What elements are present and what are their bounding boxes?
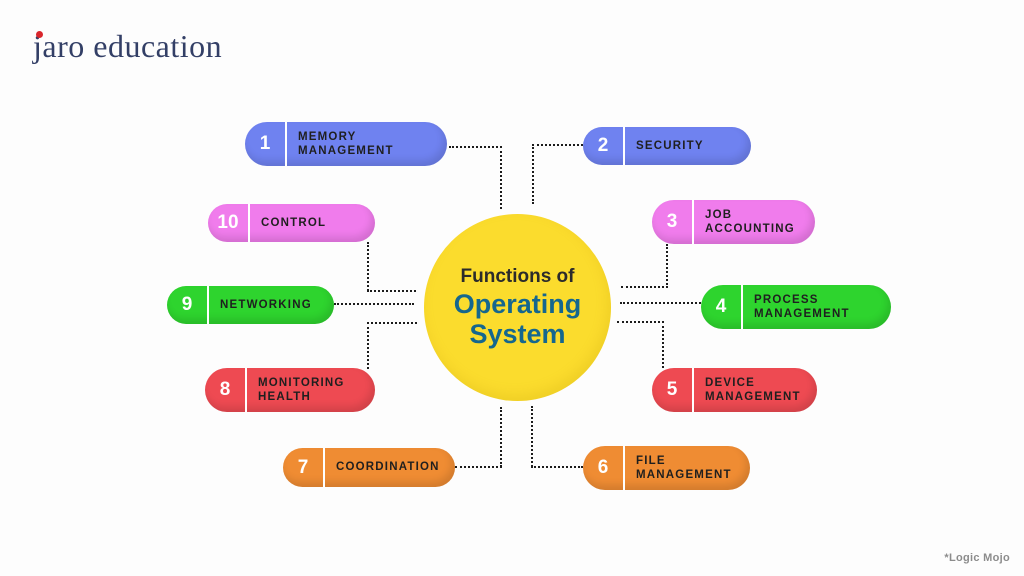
node-networking: 9 NETWORKING [167,286,334,324]
connector-security [532,144,583,146]
node-monitoring-health: 8 MONITORING HEALTH [205,368,375,412]
connector-coordination [455,466,502,468]
connector-control [367,242,369,291]
connector-memory-management [449,146,502,148]
node-label: DEVICE MANAGEMENT [705,376,801,403]
node-label: JOB ACCOUNTING [705,208,795,235]
node-memory-management: 1 MEMORY MANAGEMENT [245,122,447,166]
node-number: 6 [583,446,625,490]
node-number: 10 [208,204,250,242]
credit-text: *Logic Mojo [944,552,1010,564]
connector-file-management [531,466,583,468]
center-subtitle: Functions of [460,265,575,287]
connector-security [532,144,534,204]
connector-monitoring-health [367,322,417,324]
node-number: 5 [652,368,694,412]
node-label: NETWORKING [220,298,312,311]
logo-red-dot-icon [36,31,43,38]
node-label: MONITORING HEALTH [258,376,345,403]
node-label: CONTROL [261,216,327,229]
node-job-accounting: 3 JOB ACCOUNTING [652,200,815,244]
node-coordination: 7 COORDINATION [283,448,455,487]
node-label: COORDINATION [336,461,440,474]
connector-networking [334,303,414,305]
connector-memory-management [500,146,502,209]
node-label: MEMORY MANAGEMENT [298,130,394,157]
connector-monitoring-health [367,322,369,369]
logo-text: jaro education [33,28,223,64]
connector-control [367,290,416,292]
connector-job-accounting [621,286,668,288]
node-label: FILE MANAGEMENT [636,454,732,481]
node-file-management: 6 FILE MANAGEMENT [583,446,750,490]
node-number: 8 [205,368,247,412]
connector-device-management [617,321,664,323]
node-number: 7 [283,448,325,487]
node-number: 2 [583,127,625,165]
connector-process-management [620,302,701,304]
node-number: 4 [701,285,743,329]
node-device-management: 5 DEVICE MANAGEMENT [652,368,817,412]
center-title-line2: System [469,318,566,349]
connector-file-management [531,406,533,467]
node-number: 1 [245,122,287,166]
center-title-line1: Operating [453,288,582,319]
center-circle: Functions of Operating System [424,214,611,401]
node-label: SECURITY [636,139,704,152]
connector-coordination [500,407,502,467]
connector-device-management [662,321,664,368]
node-process-management: 4 PROCESS MANAGEMENT [701,285,891,329]
jaro-education-logo: jaro education [33,28,222,65]
connector-job-accounting [666,244,668,288]
node-label: PROCESS MANAGEMENT [754,293,850,320]
node-control: 10 CONTROL [208,204,375,242]
node-number: 3 [652,200,694,244]
node-number: 9 [167,286,209,324]
node-security: 2 SECURITY [583,127,751,165]
